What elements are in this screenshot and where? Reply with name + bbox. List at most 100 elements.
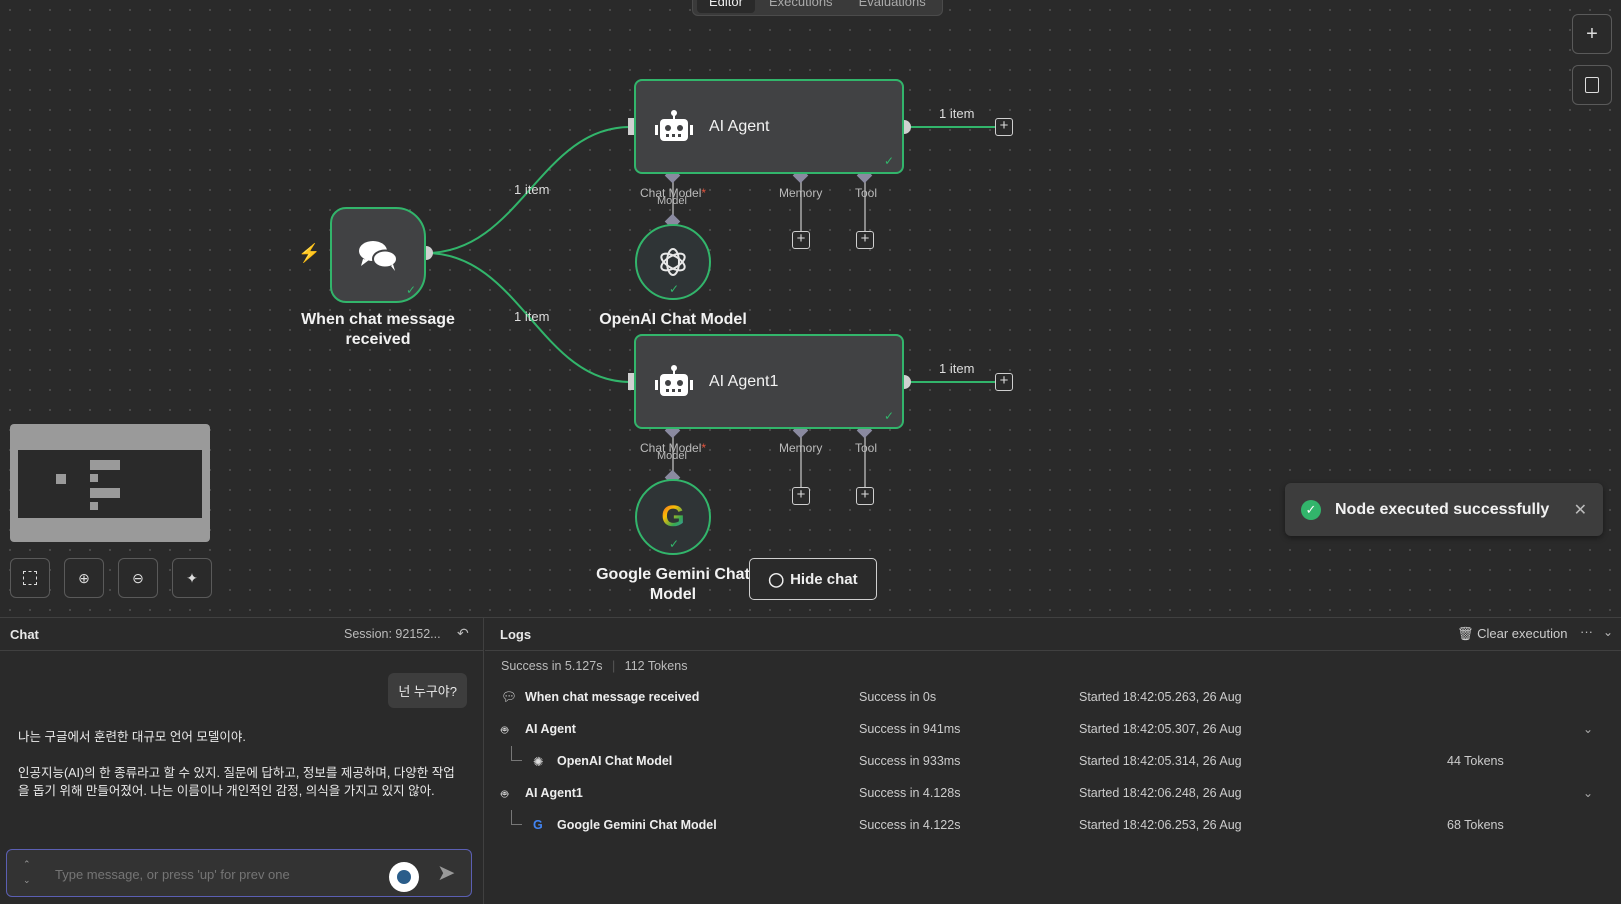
log-status: Success in 4.122s [859,818,961,832]
success-check-icon: ✓ [669,282,680,296]
expand-chevron-icon[interactable]: ⌄ [1583,786,1594,800]
add-tool-button[interactable]: + [856,231,874,249]
assistant-avatar-icon[interactable] [389,862,419,892]
tool-label: Tool [855,441,878,455]
logs-title: Logs [500,627,532,642]
minimap-node [90,460,120,470]
check-circle-icon: ✓ [1301,499,1321,520]
log-row[interactable]: G Google Gemini Chat Model Success in 4.… [501,810,1611,840]
openai-icon [660,248,686,276]
log-tokens: 44 Tokens [1447,754,1504,768]
log-node-name: When chat message received [525,690,700,704]
openai-caption: OpenAI Chat Model [599,311,747,328]
chat-icon: ◯ [768,570,785,587]
tab-evaluations[interactable]: Evaluations [858,0,926,9]
expand-chevron-icon[interactable]: ⌄ [1583,722,1594,736]
clear-execution-button[interactable]: 🗑︎ Clear execution [1457,626,1567,642]
log-started: Started 18:42:05.263, 26 Aug [1079,690,1242,704]
trigger-caption-line1: When chat message [301,311,455,328]
user-message: 넌 누구야? [388,673,467,708]
ai-agent1-output-label: 1 item [939,361,975,376]
ai-agent-node[interactable]: AI Agent ✓ [634,79,904,174]
add-node-button[interactable]: + [995,373,1013,391]
log-started: Started 18:42:06.253, 26 Aug [1079,818,1242,832]
minimap-viewport [18,450,202,518]
chat-title: Chat [10,627,39,642]
log-node-name: OpenAI Chat Model [557,754,673,768]
bottom-panel: Chat Session: 92152... ↶ 넌 누구야? 나는 구글에서 … [0,617,1621,904]
ai-agent-title: AI Agent [709,118,770,135]
reset-session-icon[interactable]: ↶ [457,625,469,641]
tree-branch [511,810,522,825]
robot-icon: 🤖︎ [501,787,509,801]
logs-summary: Success in 5.127s | 112 Tokens [501,659,688,673]
required-marker: * [701,441,707,455]
session-id: Session: 92152... [344,627,441,641]
gemini-model-node[interactable]: G ✓ [635,479,711,555]
minimap[interactable] [10,424,210,542]
gemini-caption-line1: Google Gemini Chat [596,566,750,583]
trigger-caption-line2: received [345,331,411,348]
tidy-up-button[interactable]: ✦ [172,558,212,598]
send-icon[interactable]: ➤ [437,860,456,885]
workflow-canvas[interactable]: Editor Executions Evaluations ⚡ [0,0,1621,617]
chat-bubbles-icon [359,241,398,271]
google-g-icon: G [661,500,685,533]
summary-tokens: 112 Tokens [624,659,688,673]
history-arrows-icon[interactable]: ⌃⌄ [23,859,31,885]
chat-header: Chat Session: 92152... ↶ [0,618,483,651]
add-tool-button[interactable]: + [856,487,874,505]
openai-icon: ✺ [533,755,544,769]
memory-label: Memory [779,441,823,455]
openai-model-node[interactable]: ✓ [635,224,711,300]
log-row[interactable]: ✺ OpenAI Chat Model Success in 933ms Sta… [501,746,1611,776]
log-status: Success in 4.128s [859,786,961,800]
minimap-node [90,502,98,510]
bot-message-p2: 인공지능(AI)의 한 종류라고 할 수 있지. 질문에 답하고, 정보를 제공… [18,766,455,798]
success-toast: ✓ Node executed successfully ✕ [1285,483,1603,536]
add-node-panel-button[interactable]: + [1572,14,1612,54]
clear-execution-label: Clear execution [1477,626,1568,641]
log-started: Started 18:42:05.314, 26 Aug [1079,754,1242,768]
success-check-icon: ✓ [883,409,894,423]
toast-message: Node executed successfully [1335,500,1550,518]
bot-message: 나는 구글에서 훈련한 대규모 언어 모델이야. 인공지능(AI)의 한 종류라… [18,728,463,800]
gemini-caption-line2: Model [649,586,697,603]
ai-agent1-node[interactable]: AI Agent1 ✓ [634,334,904,429]
close-icon[interactable]: ✕ [1573,501,1587,519]
add-memory-button[interactable]: + [792,487,810,505]
logs-header: Logs 🗑︎ Clear execution ··· ⌄ [485,618,1621,651]
connection-label-top: 1 item [514,182,550,197]
tool-label: Tool [855,186,878,200]
zoom-out-button[interactable]: ⊖ [118,558,158,598]
hide-chat-button[interactable]: ◯ Hide chat [749,558,877,600]
log-row[interactable]: 🤖︎ AI Agent Success in 941ms Started 18:… [501,722,1611,744]
tab-executions[interactable]: Executions [768,0,833,9]
log-started: Started 18:42:05.307, 26 Aug [1079,722,1242,736]
fit-view-button[interactable] [10,558,50,598]
collapse-icon[interactable]: ⌄ [1603,625,1614,639]
add-memory-button[interactable]: + [792,231,810,249]
chat-message-input[interactable] [53,862,377,886]
add-node-button[interactable]: + [995,118,1013,136]
view-tabs: Editor Executions Evaluations [692,0,943,16]
connection-label-bottom: 1 item [514,309,550,324]
more-icon[interactable]: ··· [1580,624,1593,639]
zoom-out-icon: ⊖ [132,569,144,586]
zoom-in-button[interactable]: ⊕ [64,558,104,598]
success-check-icon: ✓ [669,537,680,551]
trigger-node[interactable]: ✓ [330,207,426,303]
note-icon [1585,77,1599,93]
chat-model-label: Chat Model* [640,186,706,200]
fit-view-icon [23,571,37,585]
robot-icon: 🤖︎ [501,723,509,737]
robot-icon [655,110,693,141]
chat-bubbles-icon: 💬︎ [501,690,517,704]
sticky-note-button[interactable] [1572,65,1612,105]
chat-model-text: Chat Model [640,441,702,455]
log-status: Success in 933ms [859,754,961,768]
log-row[interactable]: 💬︎ When chat message received Success in… [501,690,1611,712]
log-row[interactable]: 🤖︎ AI Agent1 Success in 4.128s Started 1… [501,786,1611,808]
chat-panel: Chat Session: 92152... ↶ 넌 누구야? 나는 구글에서 … [0,618,484,904]
tab-editor[interactable]: Editor [697,0,755,13]
